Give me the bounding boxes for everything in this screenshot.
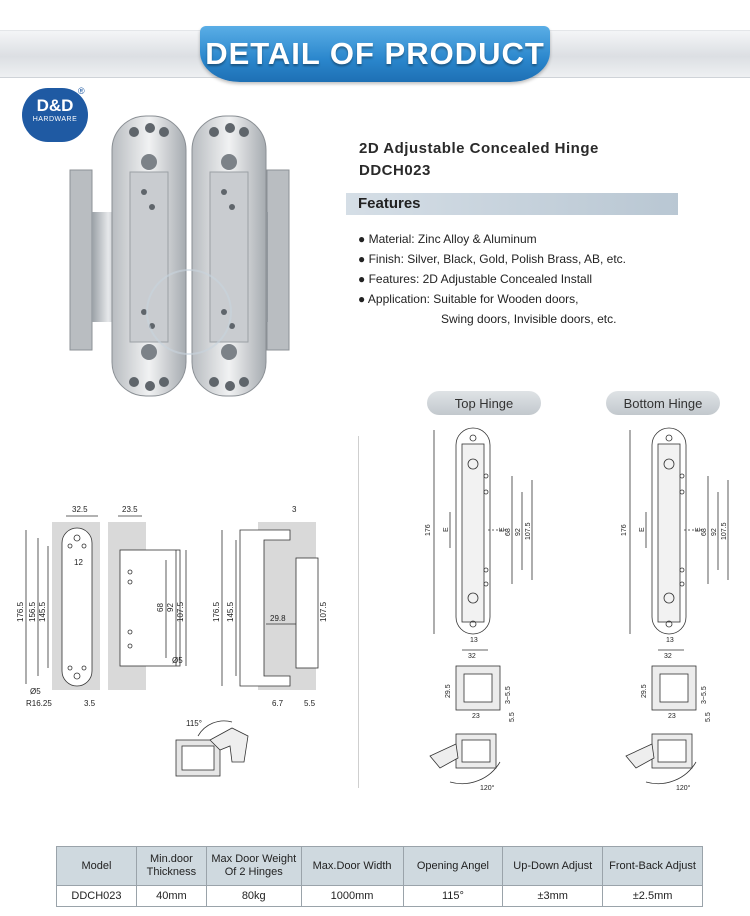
- logo-registered: ®: [78, 86, 85, 96]
- product-photo: [69, 115, 290, 397]
- brand-logo: D&D HARDWARE: [22, 88, 88, 142]
- dim-e-bottom-left: E: [639, 527, 646, 532]
- bottom-hinge-label: Bottom Hinge: [606, 391, 720, 415]
- table-header-row: Model Min.door Thickness Max Door Weight…: [56, 846, 703, 886]
- feature-item: ● Finish: Silver, Black, Gold, Polish Br…: [358, 252, 627, 266]
- product-title: 2D Adjustable Concealed Hinge DDCH023: [359, 138, 599, 182]
- dim-12: 12: [74, 558, 83, 567]
- banner-title-tab: DETAIL OF PRODUCT: [200, 26, 550, 82]
- dim-176-5: 176.5: [16, 601, 25, 622]
- dim-e-top-left: E: [443, 527, 450, 532]
- dim-176-top: 176: [425, 524, 432, 536]
- divider-vertical: [358, 436, 359, 788]
- dimension-drawing-left: 32.5 12 176.5 156.5 145.5 Ø5 R16.25 3.5 …: [16, 505, 328, 777]
- features-list: ● Material: Zinc Alloy & Aluminum ● Fini…: [358, 229, 626, 329]
- dim-angle-120-top: 120°: [480, 784, 495, 792]
- th-min-door-thickness: Min.door Thickness: [135, 846, 207, 886]
- th-opening-angle: Opening Angel: [402, 846, 504, 886]
- cell-up-down: ±3mm: [502, 885, 604, 907]
- dim-92: 92: [166, 603, 175, 612]
- dim-32-top: 32: [468, 653, 476, 660]
- dim-68: 68: [156, 603, 165, 612]
- cell-thickness: 40mm: [135, 885, 207, 907]
- dim-23-top: 23: [472, 713, 480, 720]
- dim-29-5-top: 29.5: [445, 684, 452, 698]
- bottom-hinge-drawing: 176 E E 68 92 107.5 13 32 29.5 3~5.5 23 …: [621, 427, 729, 792]
- cell-front-back: ±2.5mm: [602, 885, 703, 907]
- dim-92-bottom: 92: [711, 528, 718, 536]
- dim-5-5-top: 5.5: [509, 712, 516, 722]
- dim-angle-115: 115°: [186, 719, 202, 728]
- feature-item: ● Features: 2D Adjustable Concealed Inst…: [358, 272, 593, 286]
- dim-3: 3: [292, 505, 297, 514]
- dim-13-bottom: 13: [666, 637, 674, 644]
- dim-5-5: 5.5: [304, 699, 316, 708]
- dim-3-55-bottom: 3~5.5: [701, 686, 708, 704]
- logo-brand: D&D: [36, 96, 74, 115]
- dim-145-5-section: 145.5: [226, 601, 235, 622]
- dim-e-bottom-right: E: [695, 527, 702, 532]
- dim-29-8: 29.8: [270, 614, 286, 623]
- logo-sub: HARDWARE: [32, 116, 78, 123]
- dim-3-55-top: 3~5.5: [505, 686, 512, 704]
- feature-item-continuation: Swing doors, Invisible doors, etc.: [441, 312, 617, 326]
- dim-phi5: Ø5: [30, 687, 41, 696]
- dim-phi5-side: Ø5: [172, 656, 183, 665]
- dim-176-bottom: 176: [621, 524, 628, 536]
- dim-3-5: 3.5: [84, 699, 96, 708]
- dim-e-top-right: E: [499, 527, 506, 532]
- dim-145-5: 145.5: [38, 601, 47, 622]
- spec-table: Model Min.door Thickness Max Door Weight…: [56, 846, 703, 907]
- th-max-door-width: Max.Door Width: [300, 846, 404, 886]
- cell-width: 1000mm: [300, 885, 404, 907]
- dim-107-5: 107.5: [176, 601, 185, 622]
- feature-item: ● Application: Suitable for Wooden doors…: [358, 292, 579, 306]
- top-hinge-label: Top Hinge: [427, 391, 541, 415]
- dim-23-5: 23.5: [122, 505, 138, 514]
- cell-weight: 80kg: [205, 885, 302, 907]
- dim-176-5-section: 176.5: [212, 601, 221, 622]
- dim-107-5-section: 107.5: [319, 601, 328, 622]
- features-heading: Features: [358, 195, 421, 212]
- dim-107-top: 107.5: [525, 522, 532, 540]
- product-model: DDCH023: [359, 162, 431, 179]
- dim-92-top: 92: [515, 528, 522, 536]
- dim-68-top: 68: [505, 528, 512, 536]
- dim-32-5: 32.5: [72, 505, 88, 514]
- th-max-door-weight: Max Door Weight Of 2 Hinges: [205, 846, 302, 886]
- dim-r16-25: R16.25: [26, 699, 52, 708]
- cell-angle: 115°: [402, 885, 504, 907]
- product-name: 2D Adjustable Concealed Hinge: [359, 140, 599, 157]
- dim-23-bottom: 23: [668, 713, 676, 720]
- th-front-back-adjust: Front-Back Adjust: [602, 846, 703, 886]
- dim-angle-120-bottom: 120°: [676, 784, 691, 792]
- dim-29-5-bottom: 29.5: [641, 684, 648, 698]
- th-model: Model: [56, 846, 137, 886]
- banner-title: DETAIL OF PRODUCT: [205, 36, 545, 71]
- table-row: DDCH023 40mm 80kg 1000mm 115° ±3mm ±2.5m…: [56, 885, 703, 907]
- th-up-down-adjust: Up-Down Adjust: [502, 846, 604, 886]
- top-hinge-drawing: 176 E E 68 92 107.5 13 32 29.5 3~5.5 23 …: [425, 427, 533, 792]
- dim-13-top: 13: [470, 637, 478, 644]
- dim-5-5-bottom: 5.5: [705, 712, 712, 722]
- dim-107-bottom: 107.5: [721, 522, 728, 540]
- cell-model: DDCH023: [56, 885, 137, 907]
- dim-156-5: 156.5: [28, 601, 37, 622]
- dim-32-bottom: 32: [664, 653, 672, 660]
- dim-6-7: 6.7: [272, 699, 284, 708]
- feature-item: ● Material: Zinc Alloy & Aluminum: [358, 232, 537, 246]
- features-heading-bar: Features: [346, 193, 678, 215]
- dim-68-bottom: 68: [701, 528, 708, 536]
